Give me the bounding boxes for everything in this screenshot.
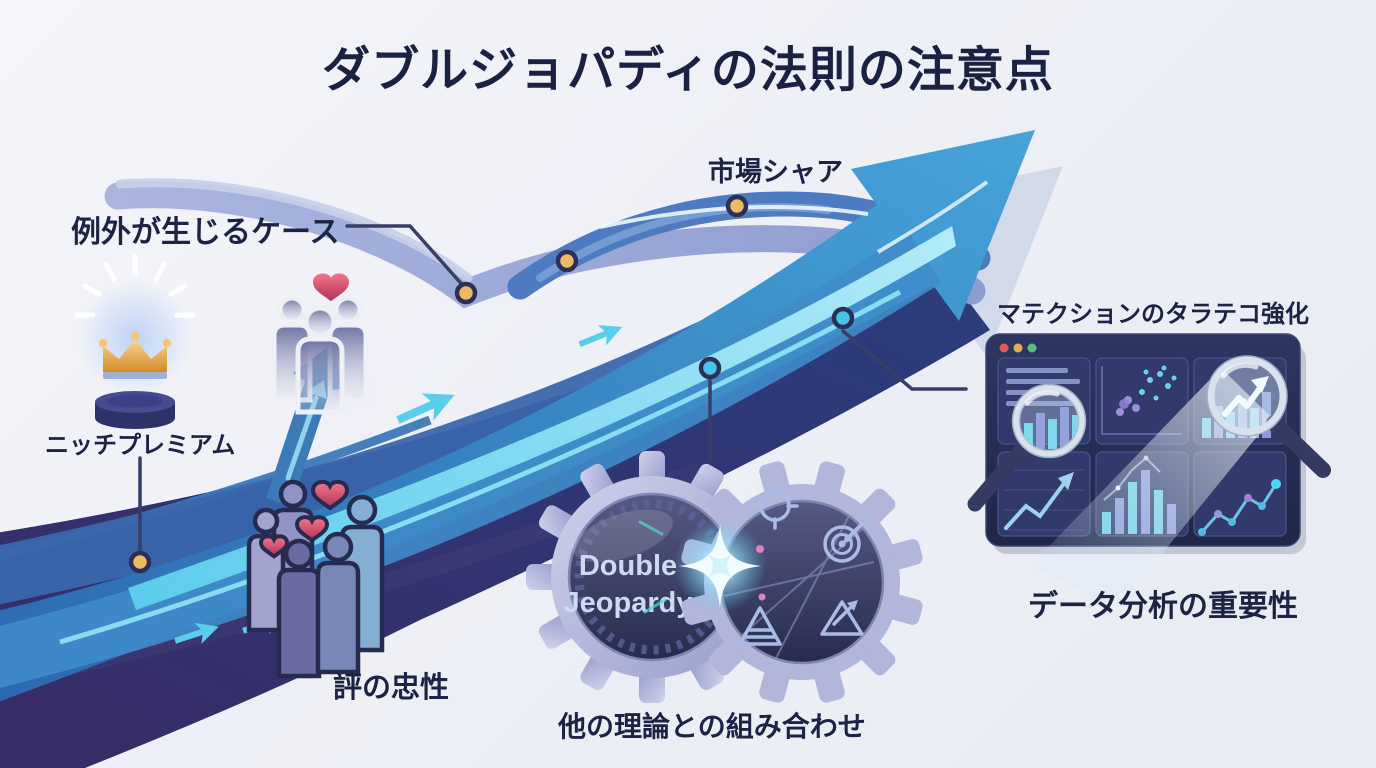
niche-premium-icon (74, 254, 196, 429)
heart-icon (313, 273, 349, 302)
window-controls (999, 343, 1037, 353)
dot-line-chart-icon (1198, 479, 1281, 536)
label-theory-combination: 他の理論との組み合わせ (558, 711, 866, 742)
analytics-dashboard (967, 333, 1331, 608)
magnifier-icon-left (967, 383, 1087, 512)
glow-accents (638, 520, 766, 614)
data-point-dot (698, 356, 722, 380)
label-niche-premium: ニッチプレミアム (45, 432, 236, 459)
double-jeopardy-text-line2: Jeopardy (564, 587, 693, 619)
label-market-share: 市場シャア (708, 157, 843, 187)
page-title: ダブルジョパディの法則の注意点 (322, 44, 1054, 97)
data-point-dot (128, 550, 152, 574)
sparkle-rays-icon (74, 254, 196, 318)
heart-icon (294, 515, 330, 543)
spark-star-icon (674, 520, 766, 612)
minimize-dot-icon (1013, 343, 1023, 353)
label-data-analysis-importance: データ分析の重要性 (1028, 590, 1298, 623)
scatter-chart-icon (1101, 365, 1182, 435)
data-point-dot (555, 249, 579, 273)
people-group-large (246, 479, 385, 679)
pyramid-icon (738, 606, 782, 646)
person-icon (271, 295, 369, 415)
label-customer-loyalty: 評の忠性 (333, 672, 450, 704)
heart-icon (258, 534, 290, 559)
close-dot-icon (999, 343, 1009, 353)
magnifier-icon-right (1206, 355, 1331, 478)
marker-dots (128, 194, 855, 574)
maximize-dot-icon (1027, 343, 1037, 353)
data-point-dot (725, 194, 749, 218)
people-group-small (271, 273, 369, 415)
connector-dashboard (841, 329, 968, 391)
mountain-growth-icon (820, 600, 864, 636)
double-jeopardy-text-line1: Double (579, 550, 677, 582)
line-chart-icon (1004, 469, 1084, 531)
label-exception-cases: 例外が生じるケース (71, 216, 340, 249)
label-projection-strengthening: マテクションのタラテコ強化 (997, 301, 1309, 328)
pedestal (95, 391, 175, 429)
cyan-highlight-streak (128, 226, 956, 610)
dartboard-icon (823, 516, 871, 563)
target-icon (751, 482, 799, 530)
heart-icon (310, 479, 350, 511)
connector-lines (138, 224, 968, 555)
person-icon (315, 531, 361, 675)
data-point-dot (831, 306, 855, 330)
gears-combination-icon: Double Jeopardy (526, 451, 923, 703)
light-beam (1030, 368, 1272, 608)
connector-exception (345, 224, 468, 291)
crown-icon (98, 331, 172, 379)
data-point-dot (454, 281, 478, 305)
